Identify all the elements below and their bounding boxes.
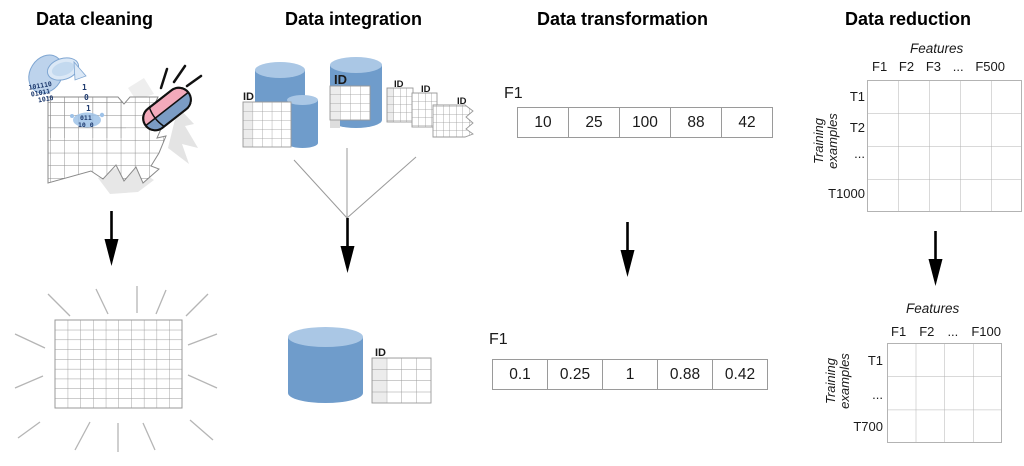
column-label: F2 — [919, 324, 935, 339]
row-label: T700 — [853, 419, 883, 434]
row-label: T2 — [849, 120, 865, 135]
database-cylinder-icon — [288, 327, 363, 403]
shine-rays — [14, 286, 218, 452]
id-label: ID — [394, 79, 404, 90]
splash-blob — [73, 112, 101, 128]
binary-text: 01011 — [30, 87, 51, 98]
table-cell: 0.1 — [492, 359, 548, 390]
feature-matrix-grid — [867, 80, 1022, 212]
column-label: ... — [947, 324, 959, 339]
raw-values-table: 10 25 100 88 42 — [517, 107, 773, 138]
column-label: F1 — [891, 324, 907, 339]
feature-label-after: F1 — [489, 331, 508, 348]
down-arrow-icon — [104, 211, 119, 266]
binary-text: 0 — [84, 93, 89, 102]
binary-text: 101110 — [28, 80, 53, 92]
feature-label-before: F1 — [504, 85, 523, 102]
binary-text: 10 0 — [78, 121, 94, 129]
table-cell: 0.25 — [548, 359, 603, 390]
feature-columns: F1 F2 F3 ... F500 — [872, 59, 1005, 74]
integration-title: Data integration — [285, 9, 423, 29]
table-icon — [386, 87, 414, 123]
table-cell: 42 — [722, 107, 773, 138]
table-cell: 100 — [620, 107, 671, 138]
database-cylinder-icon — [287, 95, 318, 148]
integrated-database-icon: ID — [288, 327, 432, 404]
id-label: ID — [334, 72, 347, 87]
table-cell: 0.42 — [713, 359, 768, 390]
column-label: ... — [952, 59, 964, 74]
row-label: T1 — [867, 353, 883, 368]
id-label: ID — [421, 84, 431, 95]
id-label: ID — [243, 91, 254, 103]
column-label: F100 — [971, 324, 1001, 339]
table-icon — [432, 104, 474, 138]
down-arrow-icon — [340, 218, 355, 273]
row-label: T1 — [849, 89, 865, 104]
down-arrow-icon — [620, 222, 635, 277]
table-cell: 25 — [569, 107, 620, 138]
features-axis-label: Features — [910, 41, 964, 56]
reduced-matrix-grid — [887, 343, 1002, 443]
normalized-values-table: 0.1 0.25 1 0.88 0.42 — [492, 359, 768, 390]
eraser-icon — [142, 86, 192, 132]
reduction-title: Data reduction — [845, 9, 972, 29]
shatter-shadow — [128, 78, 154, 100]
binary-stream: 1 0 1 011 10 0 — [70, 83, 105, 129]
jug-binary-digits: 101110 01011 1010 — [28, 80, 54, 105]
table-cell: 88 — [671, 107, 722, 138]
dirty-data-icon: 101110 01011 1010 1 0 1 011 10 0 — [28, 54, 203, 194]
motion-lines-icon — [159, 64, 203, 90]
clean-table-icon — [14, 286, 218, 452]
data-jug-icon: 101110 01011 1010 — [28, 54, 87, 105]
binary-text: 1 — [82, 83, 87, 92]
merge-lines — [293, 148, 417, 219]
id-label: ID — [375, 347, 386, 359]
table-icon — [329, 85, 371, 128]
binary-text: 011 — [80, 114, 92, 122]
training-examples-axis-label: Training examples — [811, 113, 840, 169]
binary-text: 1010 — [37, 94, 54, 105]
shatter-shadow — [168, 107, 198, 164]
column-label: F1 — [872, 59, 888, 74]
training-examples-axis-label: Training examples — [823, 353, 852, 409]
table-cell: 0.88 — [658, 359, 713, 390]
feature-columns: F1 F2 ... F100 — [891, 324, 1001, 339]
cleaning-title: Data cleaning — [36, 9, 154, 29]
transformation-title: Data transformation — [537, 9, 709, 29]
table-cell: 10 — [517, 107, 569, 138]
row-label: ... — [854, 146, 865, 161]
down-arrow-icon — [928, 231, 943, 286]
row-label: T1000 — [828, 186, 865, 201]
row-label: ... — [872, 387, 883, 402]
table-icon — [371, 357, 432, 404]
column-label: F3 — [925, 59, 942, 74]
column-label: F500 — [975, 59, 1005, 74]
column-label: F2 — [898, 59, 915, 74]
data-sources-icon: ID ID ID ID — [242, 57, 474, 148]
features-axis-label: Features — [906, 301, 960, 316]
id-label: ID — [457, 96, 467, 107]
table-icon — [242, 101, 292, 148]
table-cell: 1 — [603, 359, 658, 390]
binary-text: 1 — [86, 104, 91, 113]
